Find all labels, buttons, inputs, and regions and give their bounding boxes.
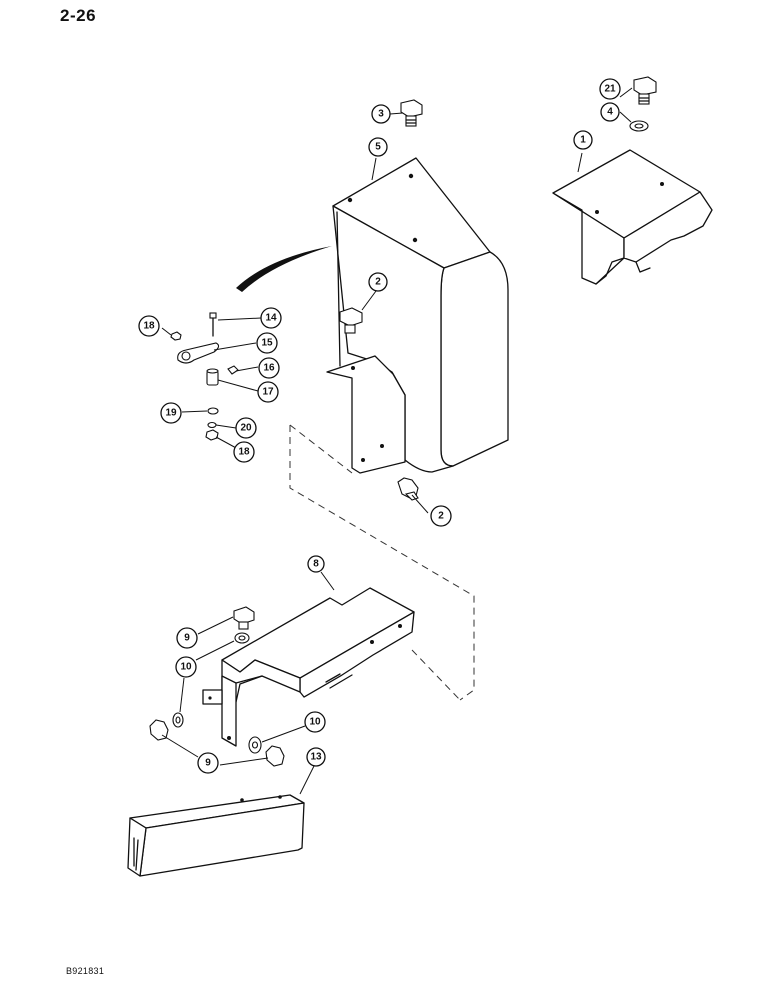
bolt-part-2-upper — [339, 307, 363, 334]
callout-2-lower: 2 — [430, 505, 452, 527]
washer-part-10-left — [172, 712, 184, 728]
callout-10-right: 10 — [304, 711, 326, 733]
callout-8: 8 — [307, 555, 325, 573]
cover-part-13 — [127, 794, 305, 877]
svg-text:2: 2 — [438, 511, 444, 522]
svg-text:1: 1 — [580, 135, 586, 146]
svg-text:19: 19 — [165, 408, 177, 419]
svg-text:14: 14 — [265, 313, 277, 324]
svg-text:16: 16 — [263, 363, 275, 374]
rotation-arrow — [236, 246, 332, 292]
callout-2-upper: 2 — [368, 272, 388, 292]
bolt-part-21 — [633, 76, 657, 105]
callout-17: 17 — [257, 381, 279, 403]
callout-1: 1 — [573, 130, 593, 150]
svg-text:9: 9 — [184, 633, 190, 644]
callout-20: 20 — [235, 417, 257, 439]
washer-part-4 — [629, 120, 649, 132]
bolt-part-9-upper — [233, 606, 255, 630]
callout-9-upper: 9 — [176, 627, 198, 649]
callout-5: 5 — [368, 137, 388, 157]
svg-text:18: 18 — [143, 321, 155, 332]
svg-text:8: 8 — [313, 559, 319, 570]
washer-part-10-right — [248, 736, 262, 754]
callout-16: 16 — [258, 357, 280, 379]
bolt-part-9-left — [149, 719, 169, 741]
callout-15: 15 — [256, 332, 278, 354]
shield-part-5 — [326, 157, 509, 474]
svg-text:20: 20 — [240, 423, 252, 434]
callout-10-left: 10 — [175, 656, 197, 678]
svg-text:13: 13 — [310, 752, 322, 763]
svg-text:10: 10 — [180, 662, 192, 673]
figure-code: B921831 — [66, 966, 105, 976]
svg-text:2: 2 — [375, 277, 381, 288]
washer-part-10-upper — [234, 632, 250, 644]
svg-text:9: 9 — [205, 758, 211, 769]
callout-4: 4 — [600, 102, 620, 122]
support-bracket-part-8 — [202, 587, 415, 747]
svg-text:21: 21 — [604, 84, 616, 95]
svg-text:3: 3 — [378, 109, 384, 120]
svg-text:5: 5 — [375, 142, 381, 153]
svg-text:17: 17 — [262, 387, 274, 398]
callout-18-lower: 18 — [233, 441, 255, 463]
callout-9-lower: 9 — [197, 752, 219, 774]
callout-14: 14 — [260, 307, 282, 329]
page-number: 2-26 — [60, 6, 97, 25]
svg-text:18: 18 — [238, 447, 250, 458]
bolt-part-3 — [400, 99, 423, 127]
bolt-part-2-lower — [397, 477, 419, 501]
callout-3: 3 — [371, 104, 391, 124]
bolt-part-9-right — [265, 745, 285, 767]
alignment-line-upper — [289, 425, 475, 701]
svg-text:10: 10 — [309, 717, 321, 728]
callout-18-upper: 18 — [138, 315, 160, 337]
svg-text:4: 4 — [607, 107, 613, 118]
svg-text:15: 15 — [261, 338, 273, 349]
alignment-line-mid — [289, 424, 353, 474]
leader-lines — [161, 87, 633, 795]
alignment-line-lower — [411, 649, 461, 701]
callout-19: 19 — [160, 402, 182, 424]
callout-13: 13 — [306, 747, 326, 767]
small-hardware-group — [170, 312, 239, 441]
bracket-part-1 — [552, 149, 713, 285]
callout-21: 21 — [599, 78, 621, 100]
